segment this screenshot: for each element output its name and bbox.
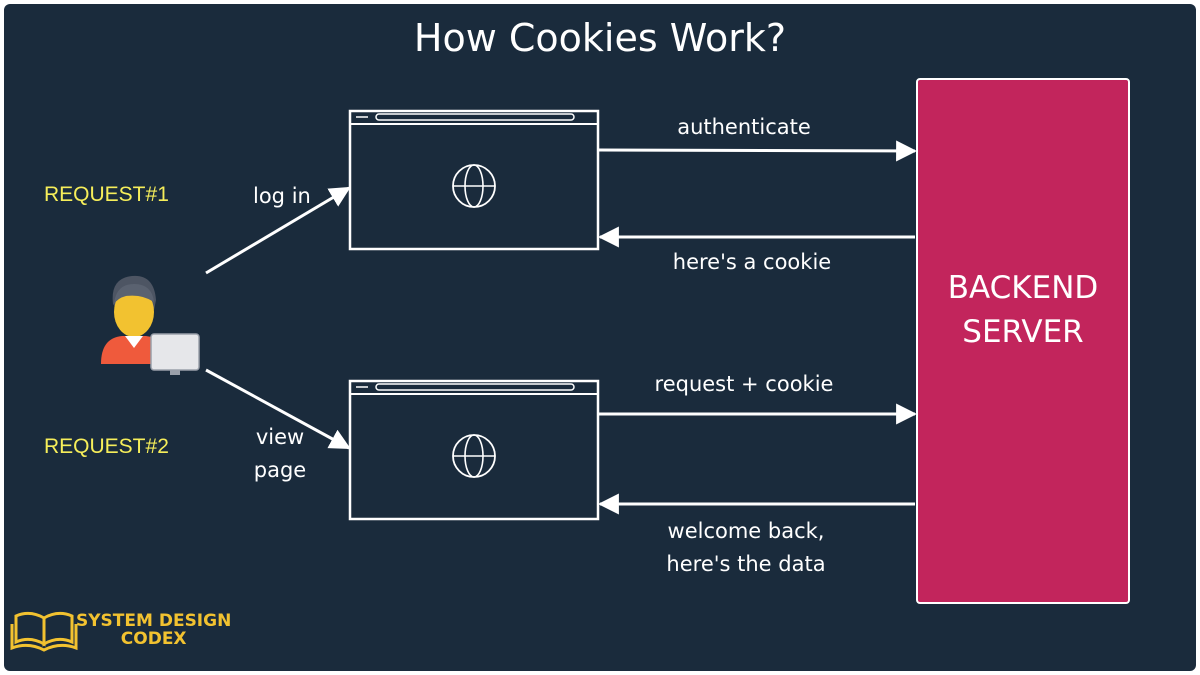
login-label: log in — [253, 184, 311, 208]
diagram-title: How Cookies Work? — [413, 16, 787, 60]
request-1-label: REQUEST#1 — [44, 183, 169, 206]
globe-icon — [452, 164, 496, 208]
arrow-view-page — [205, 368, 351, 450]
request-cookie-label: request + cookie — [654, 372, 834, 396]
view-label: view — [255, 425, 305, 449]
backend-server-label: BACKEND SERVER — [947, 270, 1099, 350]
request-2-label: REQUEST#2 — [44, 435, 169, 458]
user-at-computer-icon — [101, 275, 200, 375]
heres-data-label: here's the data — [666, 552, 826, 576]
browser-window-1 — [348, 109, 600, 251]
welcome-back-label: welcome back, — [667, 519, 825, 543]
backend-server-box — [916, 78, 1130, 604]
browser-window-2 — [348, 379, 600, 521]
arrow-authenticate — [598, 140, 918, 162]
page-label: page — [253, 458, 307, 482]
brand-logo-text: SYSTEM DESIGN CODEX — [76, 612, 231, 648]
brand-line-2: CODEX — [120, 629, 187, 649]
diagram-canvas: How Cookies Work? — [4, 4, 1196, 671]
open-book-icon — [10, 611, 78, 652]
arrow-login — [205, 186, 351, 275]
globe-icon — [452, 434, 496, 478]
authenticate-label: authenticate — [677, 115, 811, 139]
brand-line-1: SYSTEM DESIGN — [76, 611, 232, 631]
diagram-graphics — [10, 109, 918, 652]
cookie-reply-label: here's a cookie — [672, 250, 832, 274]
